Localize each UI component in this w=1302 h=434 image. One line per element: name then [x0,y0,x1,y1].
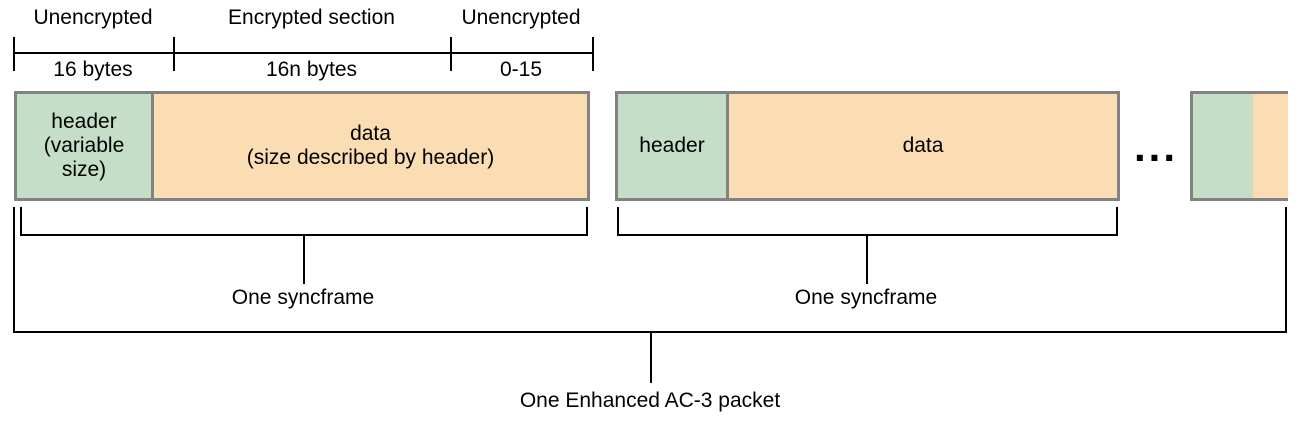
ruler-tick [13,37,15,71]
syncframe-2-box: header data [615,91,1120,201]
ruler-tick [173,37,175,71]
syncframe-1-box: header (variable size) data (size descri… [14,91,590,201]
syncframe-2-label: One syncframe [794,286,938,309]
ruler-label-encrypted-section: Encrypted section [228,6,395,29]
syncframe-1-bracket-left-tick [20,207,22,236]
syncframe-2-data-cell: data [729,94,1117,198]
packet-bracket-stem [650,333,652,383]
syncframe-2-bracket-stem [866,234,868,284]
ruler-label-unencrypted-right: Unencrypted [461,6,581,29]
syncframe-partial-box [1190,91,1288,201]
ruler-line [13,52,594,54]
syncframe-2-bracket-right-tick [1116,207,1118,236]
packet-bracket-left-tick [13,207,15,333]
packet-bracket-line [13,331,1287,333]
syncframe-partial-data-cell [1253,94,1288,198]
syncframe-1-header-cell: header (variable size) [17,94,154,198]
syncframe-2-bracket-left-tick [617,207,619,236]
syncframe-1-bracket-right-tick [586,207,588,236]
ellipsis: ... [1133,123,1178,170]
packet-label: One Enhanced AC-3 packet [519,389,781,412]
syncframe-2-header-cell: header [618,94,729,198]
ruler-sublabel-16n-bytes: 16n bytes [265,58,358,81]
ruler-label-unencrypted-left: Unencrypted [33,6,153,29]
ruler-tick [450,37,452,71]
ruler-sublabel-16-bytes: 16 bytes [53,58,133,81]
syncframe-1-bracket-stem [303,234,305,284]
ruler-tick [592,37,594,71]
syncframe-1-label: One syncframe [231,286,375,309]
syncframe-partial-header-cell [1193,94,1253,198]
packet-bracket-right-tick [1285,207,1287,333]
ruler-sublabel-0-15: 0-15 [499,58,543,81]
syncframe-1-data-cell: data (size described by header) [154,94,587,198]
